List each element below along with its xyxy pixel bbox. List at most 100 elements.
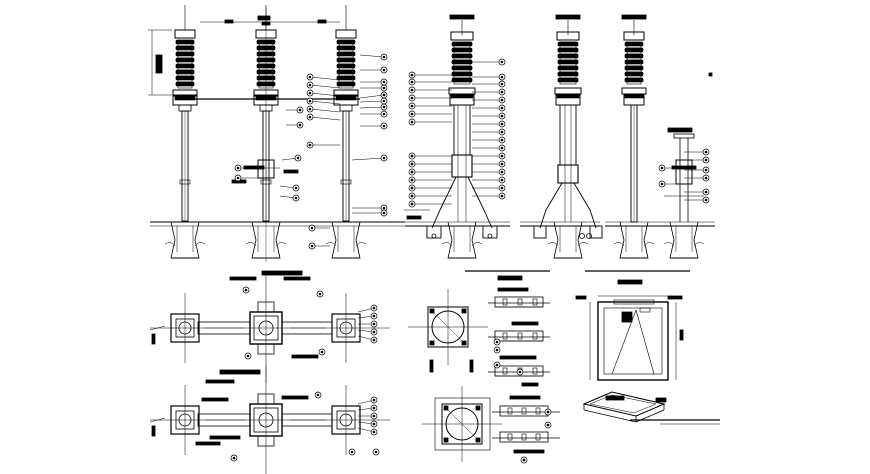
callout-bubble [472, 112, 506, 120]
insulator [621, 31, 647, 99]
callout-bubble [357, 427, 378, 436]
callout-bubble [286, 121, 304, 129]
mechanism-detail [658, 127, 715, 259]
callout-bubble [306, 141, 340, 149]
callout-bubble [472, 88, 506, 96]
callout-bubble [408, 176, 452, 184]
foundation-footing [613, 221, 655, 259]
callout-bubble [408, 86, 452, 94]
callout-bubble [360, 78, 388, 86]
callout-bubble [408, 102, 452, 110]
callout-bubble [359, 53, 388, 61]
callout-bubble [493, 361, 501, 369]
view-title [667, 127, 693, 133]
callout-bubble [408, 200, 452, 208]
callout-bubble [493, 338, 501, 346]
callout-bubble [234, 174, 258, 182]
foundation-detail-round-top [408, 270, 550, 387]
callout-bubble [357, 335, 378, 344]
callout-bubble [308, 224, 330, 232]
callout-bubble [279, 194, 300, 202]
foundation-footing [245, 221, 287, 259]
callout-bubble [359, 97, 388, 105]
callout-bubble [544, 421, 552, 429]
callout-bubble [357, 404, 378, 412]
callout-bubble [408, 168, 452, 176]
callout-bubble [318, 348, 326, 356]
callout-bubble [242, 286, 250, 294]
callout-bubble [472, 168, 506, 176]
breaker-pole [164, 5, 206, 259]
callout-bubble [408, 118, 452, 126]
callout-bubble [408, 94, 452, 102]
callout-bubble [544, 408, 552, 416]
plan-view-top [149, 270, 390, 384]
callout-bubble [358, 412, 378, 420]
callout-bubble [472, 80, 506, 88]
callout-bubble [351, 154, 388, 162]
view-title [617, 279, 643, 285]
callout-bubble [684, 156, 710, 164]
callout-bubble [357, 304, 378, 313]
callout-bubble [306, 105, 341, 113]
callout-bubble [360, 84, 388, 92]
callout-bubble [516, 368, 524, 376]
callout-bubble [684, 148, 710, 156]
callout-bubble [286, 106, 304, 114]
foundation-footing [663, 221, 705, 259]
callout-bubble [472, 136, 506, 144]
callout-bubble [472, 160, 506, 168]
callout-bubble [306, 73, 341, 81]
callout-bubble [472, 120, 506, 128]
callout-bubble [306, 113, 341, 121]
callout-bubble [372, 448, 380, 456]
callout-bubble [357, 420, 378, 428]
callout-bubble [279, 184, 300, 192]
callout-bubble [658, 180, 684, 188]
callout-bubble [408, 192, 452, 200]
side-elevation-plain [520, 14, 603, 259]
callout-bubble [306, 89, 341, 97]
callout-bubble [472, 73, 506, 81]
callout-bubble [360, 122, 388, 130]
callout-bubble [360, 110, 388, 118]
callout-bubble [357, 328, 378, 336]
callout-bubble [357, 396, 378, 405]
insulator [333, 29, 359, 101]
callout-bubble [308, 242, 330, 250]
callout-bubble [472, 152, 506, 160]
frame-isometric [582, 391, 720, 425]
foundation-footing [164, 221, 206, 259]
view-title [257, 15, 271, 21]
callout-bubble [408, 160, 452, 168]
foundation-footing [325, 221, 367, 259]
callout-bubble [306, 81, 341, 89]
insulator [554, 31, 582, 99]
callout-bubble [358, 320, 378, 328]
callout-bubble [352, 204, 388, 212]
callout-bubble [408, 71, 452, 79]
callout-bubble [244, 352, 252, 360]
foundation-footing [441, 221, 483, 259]
side-elevation-detailed [404, 14, 510, 259]
callout-bubble [472, 96, 506, 104]
callout-bubble [472, 176, 506, 184]
callout-bubble [306, 97, 341, 105]
frame-detail [575, 270, 690, 381]
callout-bubble [520, 456, 528, 464]
callout-bubble [684, 174, 710, 182]
breaker-pole [325, 5, 367, 259]
insulator [448, 31, 476, 99]
dimension-label [155, 54, 163, 74]
callout-bubble [352, 209, 388, 217]
callout-bubble [316, 290, 324, 298]
callout-bubble [314, 391, 322, 399]
view-title [261, 270, 303, 276]
view-title [497, 275, 523, 281]
callout-bubble [472, 192, 506, 200]
insulator [172, 29, 198, 101]
callout-bubble [230, 454, 238, 462]
callout-bubble [684, 166, 710, 174]
